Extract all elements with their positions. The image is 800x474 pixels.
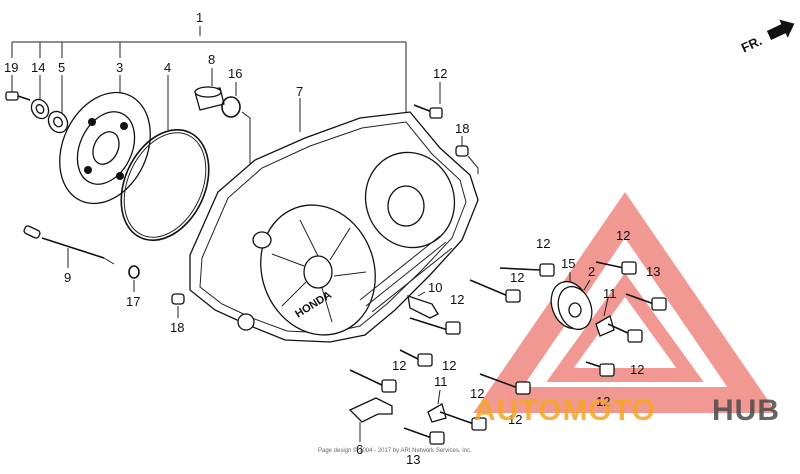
callout-13-b: 13 [406, 452, 420, 467]
callout-4: 4 [164, 60, 171, 75]
callout-12-b: 12 [536, 236, 550, 251]
part-12-bolt-top [413, 82, 443, 119]
callout-12-e: 12 [450, 292, 464, 307]
part-3-plate [59, 75, 151, 205]
part-4-o-ring [120, 75, 210, 242]
part-10-clamp [407, 291, 439, 319]
watermark-word-a: AUTOMOTO [474, 394, 656, 427]
callout-7: 7 [296, 84, 303, 99]
callout-11-a: 11 [603, 286, 617, 301]
callout-12-top: 12 [433, 66, 447, 81]
part-6-guide-plate [348, 397, 393, 442]
part-7-right-crankcase-cover: HONDA [189, 98, 479, 343]
part-19-bolt [5, 75, 31, 101]
callout-11-b: 11 [434, 374, 448, 389]
callout-2: 2 [588, 264, 595, 279]
part-18-dowel-pin [455, 136, 479, 174]
callout-1: 1 [196, 10, 203, 25]
callout-10: 10 [428, 280, 442, 295]
watermark-logo: AUTOMOTO HUB [474, 394, 780, 427]
callout-13-a: 13 [646, 264, 660, 279]
callout-12-h: 12 [630, 362, 644, 377]
callout-18-top: 18 [455, 121, 469, 136]
part-18-dowel-pin-lower [171, 293, 185, 318]
part-11-bracket [595, 297, 615, 337]
copyright-notice: Page design © 2004 - 2017 by ARI Network… [318, 447, 472, 454]
part-14-oil-seal [30, 75, 50, 120]
bolt-set [349, 261, 667, 445]
callout-17: 17 [126, 294, 140, 309]
callout-5: 5 [58, 60, 65, 75]
fr-label: FR. [739, 33, 764, 55]
part-2-pulser-cover [550, 272, 593, 331]
callout-18-bottom: 18 [170, 320, 184, 335]
callout-12-g: 12 [392, 358, 406, 373]
spoked-wheel-detail [271, 219, 367, 323]
assembly-bracket [11, 26, 407, 120]
callout-6: 6 [356, 442, 363, 457]
callout-12-k: 12 [596, 394, 610, 409]
callout-16: 16 [228, 66, 242, 81]
callout-12-j: 12 [508, 412, 522, 427]
front-direction-arrow-icon: FR. [739, 19, 795, 55]
callout-12-c: 12 [510, 270, 524, 285]
callout-labels: 1 19 14 5 3 4 8 16 7 12 18 9 17 18 12 12… [4, 10, 660, 467]
callout-12-i: 12 [470, 386, 484, 401]
callout-12-d: 12 [616, 228, 630, 243]
part-9-oil-dipstick [23, 225, 115, 268]
watermark-word-b: HUB [712, 394, 780, 427]
part-5-bearing [47, 75, 69, 134]
part-11-bracket-lower [427, 389, 447, 423]
callout-19: 19 [4, 60, 18, 75]
callout-9: 9 [64, 270, 71, 285]
callout-12-f: 12 [442, 358, 456, 373]
callout-3: 3 [116, 60, 123, 75]
callout-8: 8 [208, 52, 215, 67]
part-8-cap [194, 68, 225, 111]
part-17-o-ring [128, 265, 140, 292]
callout-15: 15 [561, 256, 575, 271]
callout-14: 14 [31, 60, 45, 75]
